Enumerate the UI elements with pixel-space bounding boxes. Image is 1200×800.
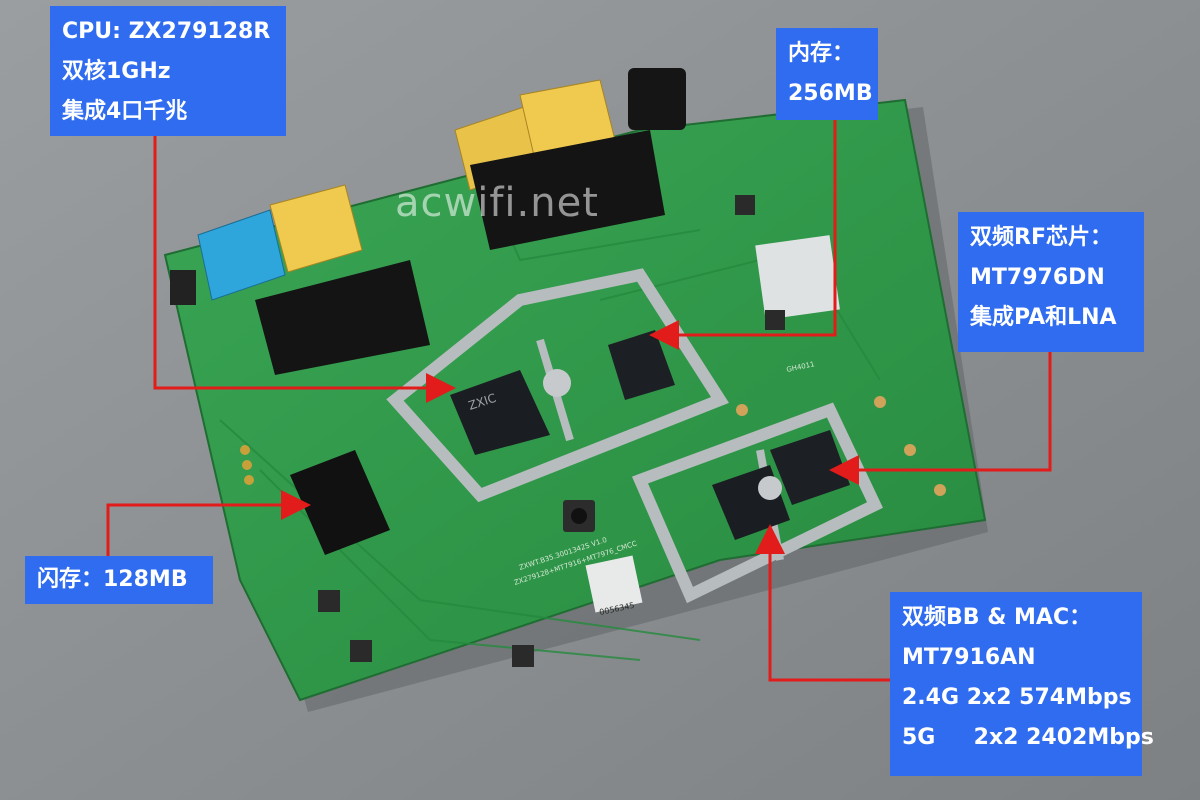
memory-callout: 内存： 256MB: [776, 28, 878, 120]
bb-arrow: [755, 524, 890, 682]
rf-callout-line3: 集成PA和LNA: [970, 305, 1117, 330]
flash-callout-line1: 闪存：128MB: [37, 567, 188, 592]
bb-callout-line3: 2.4G 2x2 574Mbps: [902, 685, 1132, 710]
memory-callout-line2: 256MB: [788, 81, 873, 106]
flash-arrow: [106, 490, 311, 560]
rf-callout-line1: 双频RF芯片：: [970, 225, 1112, 250]
rf-arrow: [829, 350, 1052, 485]
memory-arrow: [649, 120, 837, 350]
power-jack: [628, 68, 686, 130]
cpu-callout-line1: CPU: ZX279128R: [62, 19, 271, 44]
ethernet-ports-right: [454, 79, 665, 250]
bb-callout-line4: 5G 2x2 2402Mbps: [902, 725, 1154, 750]
cpu-callout-line3: 集成4口千兆: [62, 99, 188, 124]
ethernet-ports-left: [197, 184, 430, 375]
shield-frame-upper: [386, 268, 729, 503]
memory-callout-line1: 内存：: [788, 41, 855, 66]
flash-chip: [290, 450, 390, 555]
bb-mac-callout: 双频BB & MAC： MT7916AN 2.4G 2x2 574Mbps 5G…: [890, 592, 1154, 776]
bb-callout-line1: 双频BB & MAC：: [902, 605, 1092, 630]
cpu-arrow: [153, 135, 456, 403]
watermark-text: acwifi.net: [395, 180, 599, 226]
cpu-callout-line2: 双核1GHz: [62, 59, 171, 84]
shield-frame-lower: [631, 402, 883, 604]
flash-callout: 闪存：128MB: [25, 556, 213, 604]
cpu-chip: [450, 370, 550, 455]
rf-chip: [770, 430, 850, 505]
cpu-callout: CPU: ZX279128R 双核1GHz 集成4口千兆: [50, 6, 286, 136]
rf-callout-line2: MT7976DN: [970, 265, 1105, 290]
rf-callout: 双频RF芯片： MT7976DN 集成PA和LNA: [958, 212, 1144, 352]
bb-callout-line2: MT7916AN: [902, 645, 1036, 670]
